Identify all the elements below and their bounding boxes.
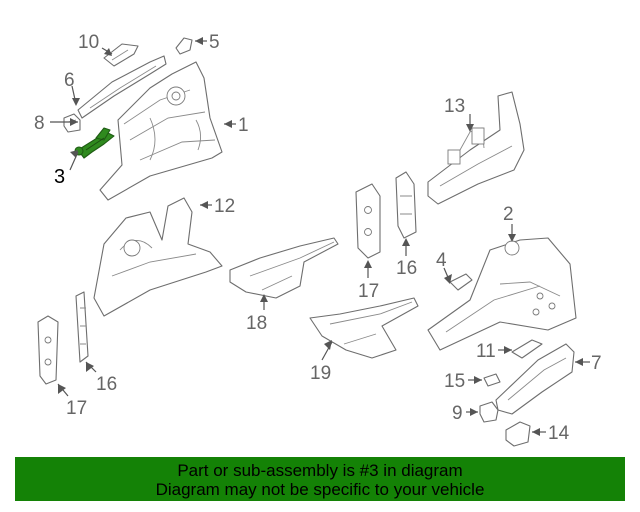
callout-6[interactable]: 6 (64, 70, 75, 91)
callout-1[interactable]: 1 (238, 115, 249, 136)
callout-5[interactable]: 5 (209, 32, 220, 53)
part-4-small-bracket[interactable] (449, 273, 473, 291)
part-3-bracket-highlighted[interactable] (74, 127, 115, 159)
part-notice-banner: Part or sub-assembly is #3 in diagram Di… (15, 457, 625, 501)
part-16-left-bracket[interactable] (75, 291, 89, 363)
callout-18[interactable]: 18 (246, 313, 267, 334)
callout-7[interactable]: 7 (591, 353, 602, 374)
callout-13[interactable]: 13 (444, 96, 465, 117)
callout-16-middle[interactable]: 16 (396, 258, 417, 279)
callout-11[interactable]: 11 (476, 341, 496, 362)
part-12-apron-panel[interactable] (93, 197, 223, 317)
callout-8[interactable]: 8 (34, 113, 45, 134)
part-1-apron-left[interactable] (99, 61, 223, 201)
callout-17-middle[interactable]: 17 (358, 281, 379, 302)
part-14-bracket[interactable] (505, 421, 531, 447)
part-17-left-reinforcement[interactable] (37, 315, 59, 385)
part-7-rear-member[interactable] (495, 343, 575, 415)
part-13-upper-reinforcement[interactable] (427, 91, 525, 205)
callout-19[interactable]: 19 (310, 363, 331, 384)
callout-16-left[interactable]: 16 (96, 374, 117, 395)
part-9-block[interactable] (479, 401, 499, 423)
callout-17-left[interactable]: 17 (66, 398, 87, 419)
part-16-middle-bracket[interactable] (395, 171, 417, 239)
banner-line-disclaimer: Diagram may not be specific to your vehi… (155, 480, 485, 499)
part-15-clip[interactable] (483, 373, 501, 387)
callout-numbers: 1 2 3 4 5 6 7 8 9 10 11 12 13 14 15 16 1… (34, 32, 602, 444)
callout-15[interactable]: 15 (444, 371, 465, 392)
exploded-parts-diagram: 1 2 3 4 5 6 7 8 9 10 11 12 13 14 15 16 1… (34, 32, 602, 447)
part-10-bracket[interactable] (103, 43, 139, 67)
part-2-apron-right[interactable] (427, 237, 577, 351)
callout-12[interactable]: 12 (214, 196, 235, 217)
callout-4[interactable]: 4 (436, 250, 447, 271)
callout-10[interactable]: 10 (78, 32, 99, 53)
part-19-floor-rail[interactable] (309, 297, 419, 359)
part-18-floor-rail[interactable] (229, 237, 339, 299)
part-6-upper-rail[interactable] (77, 55, 167, 119)
callout-3[interactable]: 3 (54, 166, 65, 188)
leader-arrowheads (58, 37, 583, 436)
part-5-clip[interactable] (175, 37, 193, 55)
part-17-middle-reinforcement[interactable] (355, 183, 381, 259)
callout-14[interactable]: 14 (548, 423, 570, 444)
part-11-bracket[interactable] (511, 339, 543, 359)
banner-line-part-number: Part or sub-assembly is #3 in diagram (177, 461, 463, 480)
callout-2[interactable]: 2 (503, 204, 514, 225)
callout-9[interactable]: 9 (452, 403, 463, 424)
